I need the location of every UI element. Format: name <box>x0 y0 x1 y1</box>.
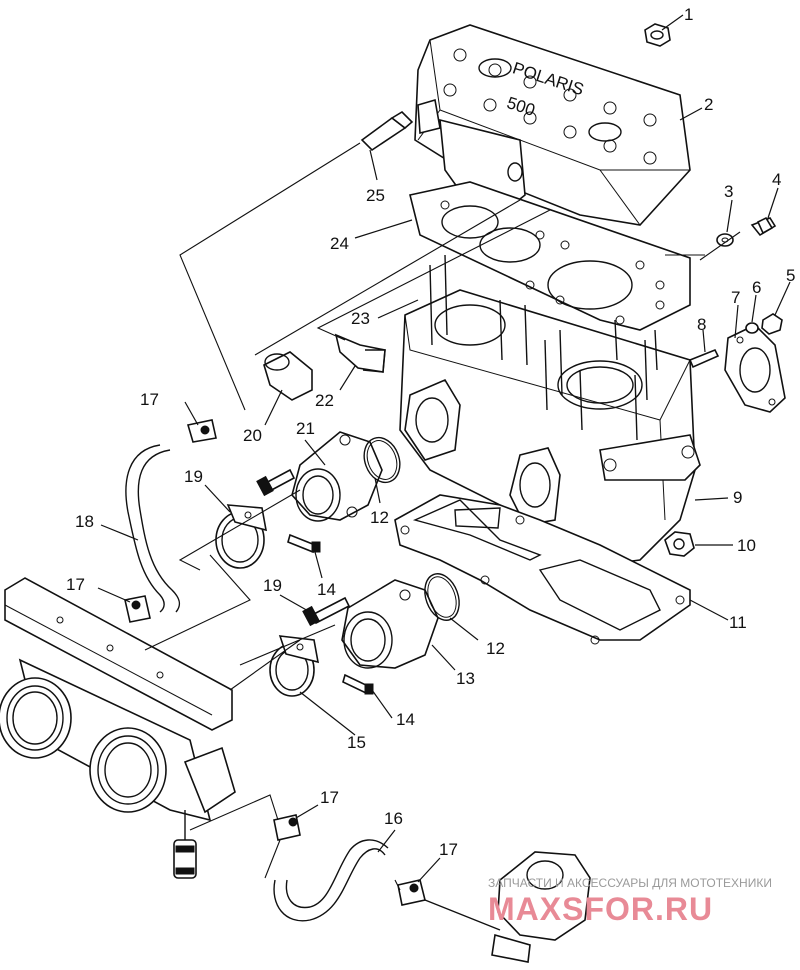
callout-20: 20 <box>243 426 262 445</box>
callout-8: 8 <box>697 315 706 334</box>
callout-17-c: 17 <box>320 788 339 807</box>
nut-10 <box>664 531 695 557</box>
o-ring-upper <box>363 436 401 484</box>
callout-2: 2 <box>704 95 713 114</box>
watermark-site: MAXSFOR.RU <box>488 891 713 927</box>
bolt-lower <box>302 596 351 627</box>
fitting-20 <box>263 351 313 401</box>
callout-25: 25 <box>366 186 385 205</box>
hose-clamp-17-a <box>186 419 217 443</box>
carburetor-assembly <box>0 577 236 879</box>
cylinder-head: POLARIS 500 <box>414 24 691 226</box>
head-gasket <box>409 181 691 331</box>
clamp-15 <box>269 635 320 697</box>
callout-14-upper: 14 <box>317 580 336 599</box>
watermark-tagline: ЗАПЧАСТИ И АКСЕССУАРЫ ДЛЯ МОТОТЕХНИКИ <box>488 876 772 890</box>
callout-6: 6 <box>752 278 761 297</box>
callout-16: 16 <box>384 809 403 828</box>
callout-leaders <box>97 14 791 883</box>
callout-3: 3 <box>724 182 733 201</box>
callout-23: 23 <box>351 309 370 328</box>
o-ring-lower <box>424 573 460 621</box>
callout-24: 24 <box>330 234 349 253</box>
hose-clamp-17-d <box>397 879 426 906</box>
lock-washer <box>745 322 759 334</box>
sensor-22 <box>334 333 386 373</box>
hose-clamp-17-b <box>124 595 151 623</box>
hose-16 <box>273 839 389 922</box>
callout-7: 7 <box>731 288 740 307</box>
cap-nut <box>644 23 671 47</box>
clamp-19 <box>215 504 268 569</box>
callout-5: 5 <box>786 266 795 285</box>
callout-18: 18 <box>75 512 94 531</box>
exhaust-stud <box>688 348 720 369</box>
callout-4: 4 <box>772 170 781 189</box>
temp-sensor-25 <box>360 110 414 152</box>
callout-9: 9 <box>733 488 742 507</box>
cylinder-block <box>399 254 701 566</box>
callout-12-lower: 12 <box>486 639 505 658</box>
callout-14-lower: 14 <box>396 710 415 729</box>
callout-13: 13 <box>456 669 475 688</box>
watermark: ЗАПЧАСТИ И АКСЕССУАРЫ ДЛЯ МОТОТЕХНИКИ MA… <box>488 876 772 927</box>
hose-18 <box>125 444 181 613</box>
callout-12-upper: 12 <box>370 508 389 527</box>
screw-14-lower <box>342 673 374 695</box>
intake-boot-upper <box>291 431 383 522</box>
washer-3 <box>716 233 734 247</box>
callout-10: 10 <box>737 536 756 555</box>
callout-17-b: 17 <box>66 575 85 594</box>
callout-19-lower: 19 <box>263 576 282 595</box>
screw-14-upper <box>287 533 321 554</box>
callout-labels: 1 2 3 4 5 6 7 8 9 10 11 12 12 13 14 14 1… <box>66 5 795 859</box>
callout-1: 1 <box>684 5 693 24</box>
water-pump-housing <box>424 851 591 963</box>
callout-22: 22 <box>315 391 334 410</box>
assembly-lines <box>144 142 741 891</box>
callout-11: 11 <box>729 613 747 632</box>
intake-boot-lower <box>341 579 439 669</box>
callout-15: 15 <box>347 733 366 752</box>
hose-clamp-17-c <box>273 814 301 841</box>
callout-19-upper: 19 <box>184 467 203 486</box>
callout-17-a: 17 <box>140 390 159 409</box>
callout-17-d: 17 <box>439 840 458 859</box>
callout-21: 21 <box>296 419 315 438</box>
base-gasket <box>394 494 691 645</box>
bolt-upper <box>256 468 296 497</box>
exhaust-gasket <box>724 324 786 413</box>
bolt-4 <box>750 216 777 237</box>
exhaust-nut <box>761 313 783 335</box>
